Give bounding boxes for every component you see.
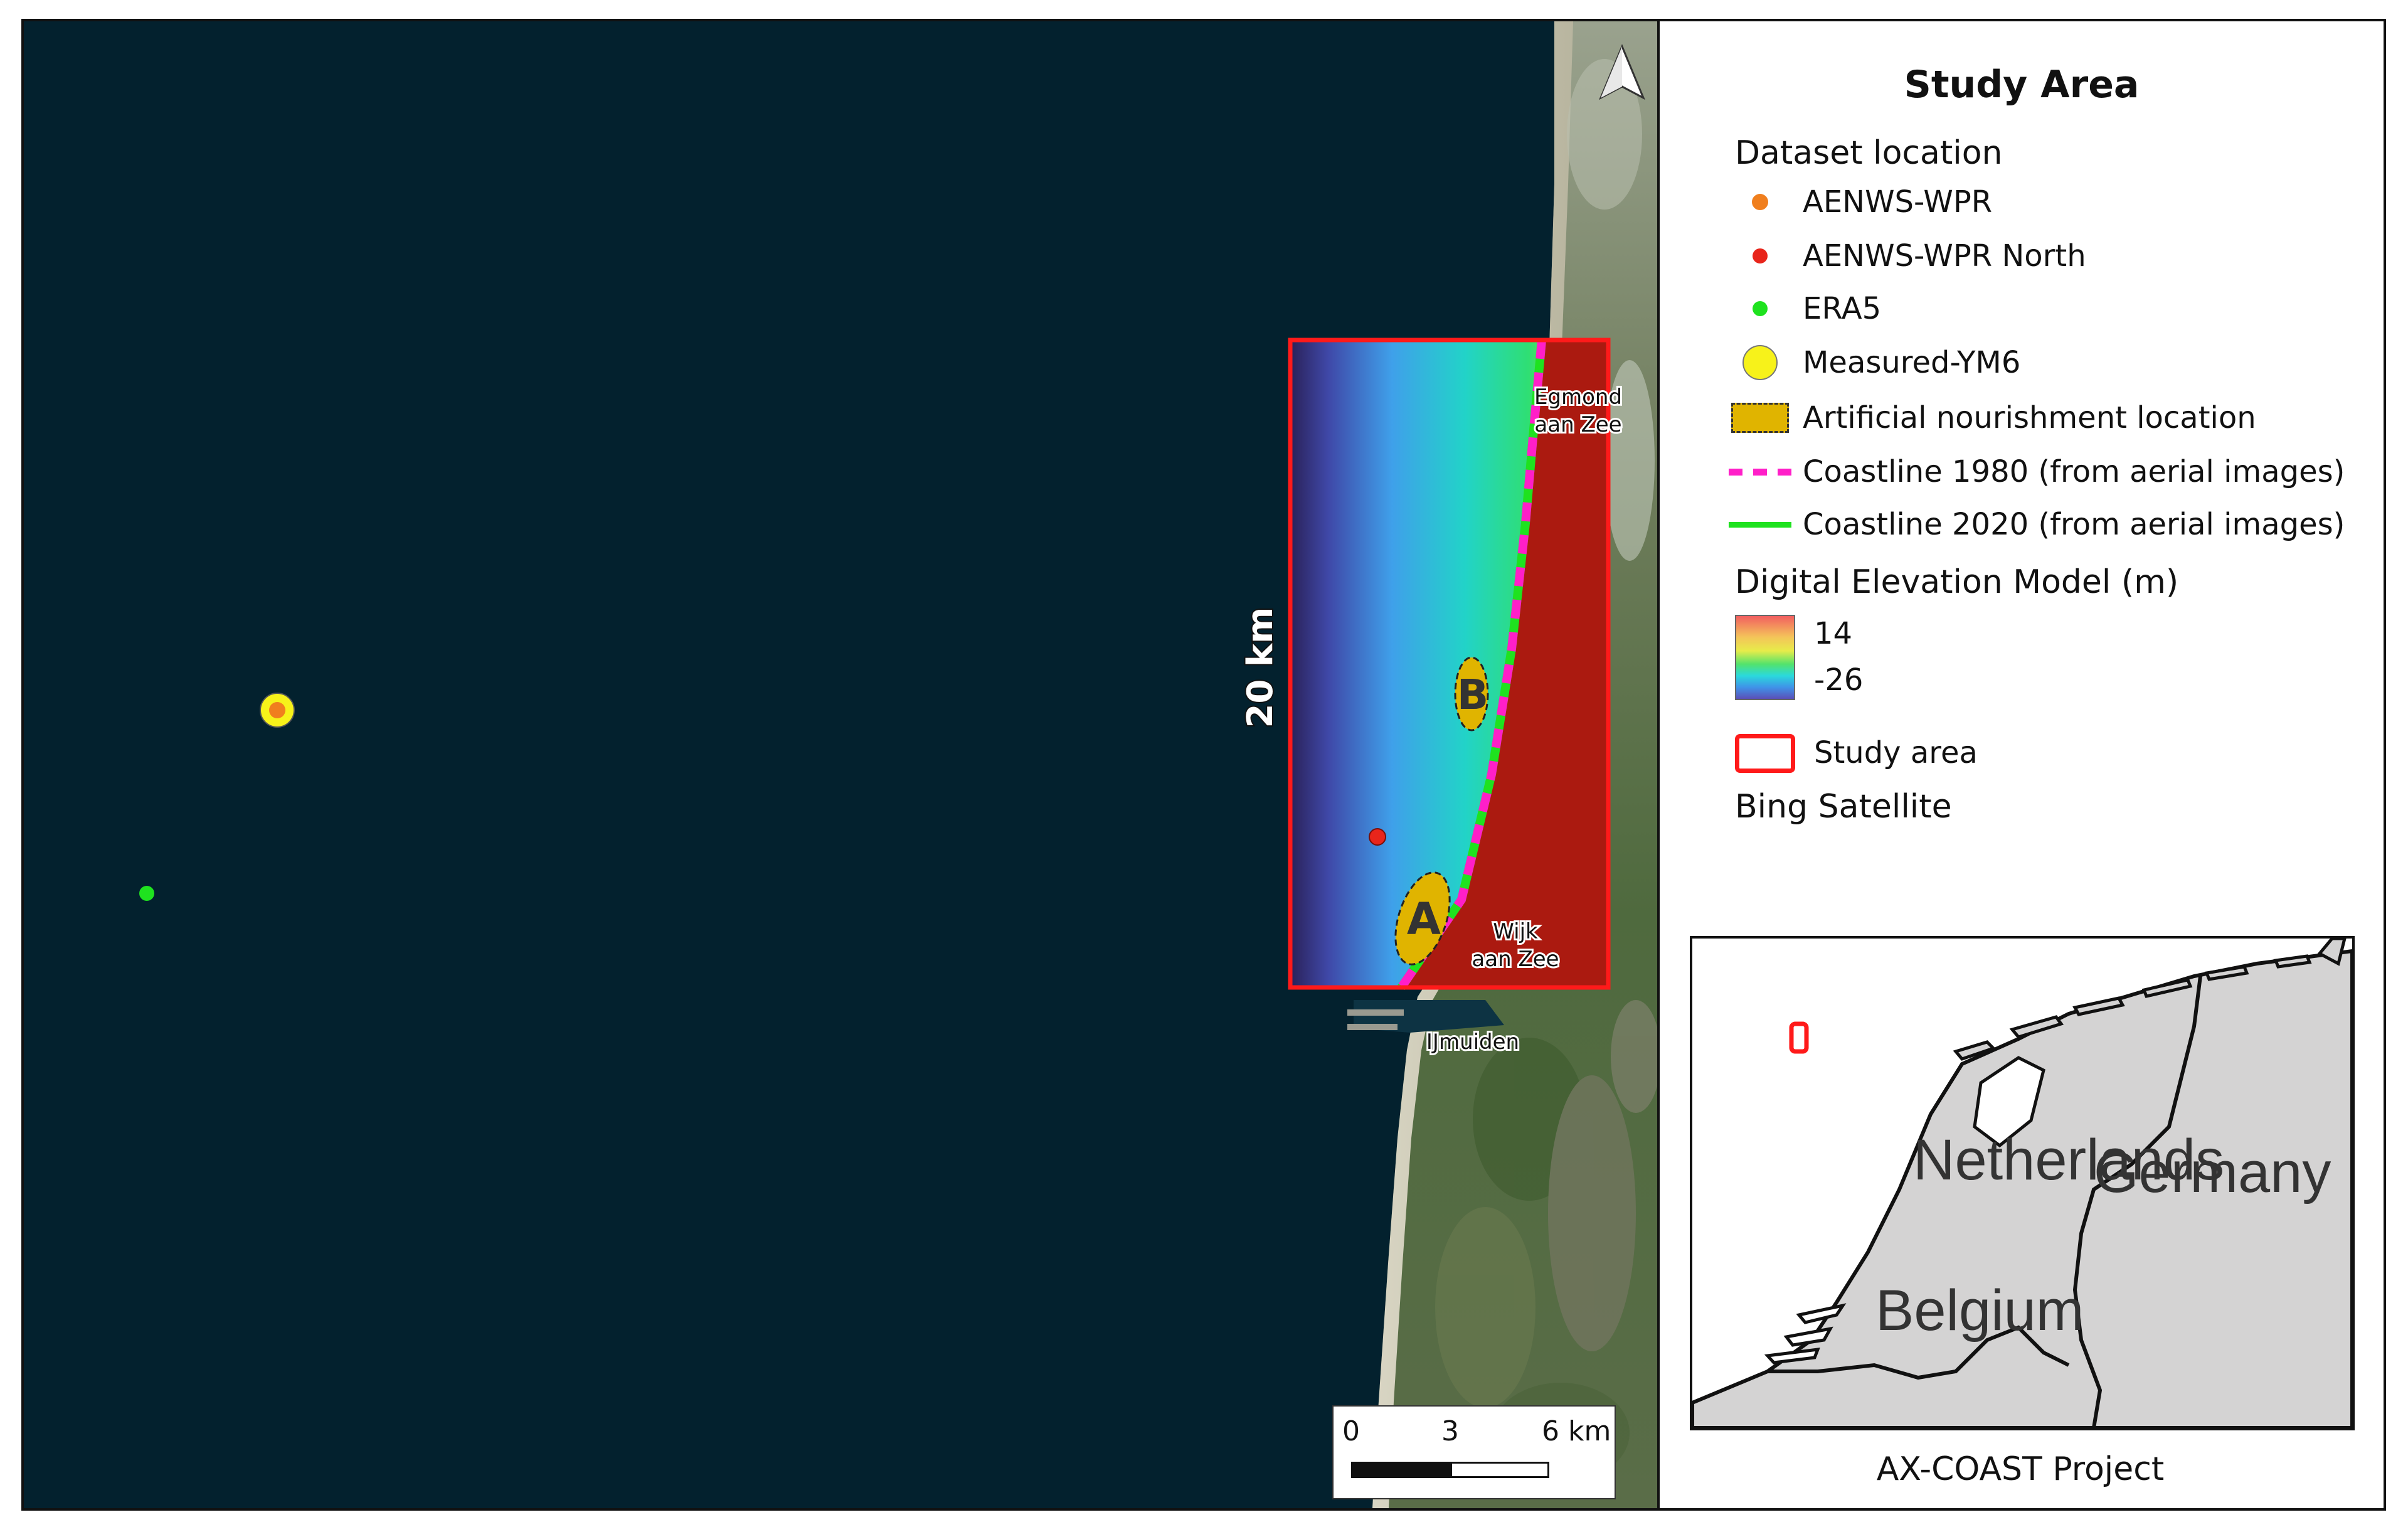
legend-symbol-nourishment	[1731, 403, 1789, 433]
inset-study-area-marker	[1789, 1021, 1809, 1054]
legend-symbol-measured-ym6	[1742, 345, 1778, 380]
inset-border-be	[1768, 1325, 2070, 1380]
extent-label: 20 km	[1240, 607, 1281, 728]
legend-symbol-aenws-wpr	[1752, 194, 1768, 210]
beach	[1372, 21, 1573, 1508]
basemap-label: Bing Satellite	[1735, 788, 1952, 826]
inset-ijsselmeer	[1973, 1056, 2045, 1148]
place-label-egmond-2: aan Zee	[1534, 412, 1621, 437]
nourishment-label-a: A	[1407, 893, 1441, 945]
nourishment-b: B	[1454, 656, 1489, 731]
dataset-header: Dataset location	[1735, 134, 2003, 172]
era5-point	[139, 886, 154, 901]
legend-label-aenws-wpr-north: AENWS-WPR North	[1803, 238, 2086, 274]
dem-ramp	[1735, 615, 1795, 700]
dem-min-label: -26	[1814, 662, 1864, 698]
place-label-egmond-1: Egmond	[1534, 385, 1622, 410]
place-label-wijk-2: aan Zee	[1472, 947, 1559, 972]
aenws-wpr-point	[269, 702, 285, 718]
place-label-wijk-1: Wijk	[1493, 919, 1538, 944]
study-area-outline	[1288, 338, 1611, 990]
inset-border-de	[2072, 976, 2202, 1428]
legend-label-measured-ym6: Measured-YM6	[1803, 345, 2021, 380]
study-area-dem	[1290, 340, 1608, 987]
legend-label-nourishment: Artificial nourishment location	[1803, 400, 2256, 435]
scale-segment-white	[1450, 1462, 1549, 1478]
legend-symbol-coastline-2020	[1729, 521, 1791, 528]
credit-label: AX-COAST Project	[1876, 1450, 2165, 1488]
north-arrow-icon	[1599, 44, 1645, 100]
legend-label-coastline-1980: Coastline 1980 (from aerial images)	[1803, 454, 2345, 489]
coastline-1980-line	[1398, 339, 1546, 990]
inset-islands	[1953, 939, 2347, 1061]
scale-tick-6: 6 km	[1542, 1415, 1611, 1447]
inset-estuaries	[1764, 1303, 1847, 1364]
nourishment-label-b: B	[1457, 671, 1488, 719]
legend-symbol-coastline-1980	[1729, 468, 1791, 476]
legend-label-era5: ERA5	[1803, 291, 1882, 326]
legend-label-coastline-2020: Coastline 2020 (from aerial images)	[1803, 507, 2345, 542]
dem-max-label: 14	[1814, 616, 1853, 651]
main-map: A B 20 km Egmond aan Zee Wijk aan Zee IJ…	[24, 21, 1657, 1508]
legend-symbol-era5	[1753, 301, 1768, 316]
aenws-wpr-north-point	[1369, 828, 1386, 846]
scale-segment-black	[1351, 1462, 1450, 1478]
scale-tick-0: 0	[1342, 1415, 1360, 1447]
legend-title: Study Area	[1904, 63, 2140, 107]
legend-symbol-aenws-wpr-north	[1753, 248, 1768, 263]
place-label-ijmuiden: IJmuiden	[1426, 1029, 1519, 1055]
scale-tick-3: 3	[1441, 1415, 1459, 1447]
scale-bar: 0 3 6 km	[1332, 1405, 1616, 1499]
inset-label-netherlands: Netherlands	[1913, 1128, 2224, 1192]
legend-label-study-area: Study area	[1814, 735, 1978, 770]
legend-label-aenws-wpr: AENWS-WPR	[1803, 184, 1993, 220]
legend-symbol-study-area	[1735, 734, 1795, 773]
ijmuiden-harbour	[1347, 1000, 1504, 1033]
inset-map: Netherlands Germany Belgium	[1690, 936, 2355, 1430]
dem-header: Digital Elevation Model (m)	[1735, 563, 2179, 601]
inset-label-germany: Germany	[2094, 1141, 2331, 1205]
nourishment-a: A	[1394, 871, 1451, 965]
inset-label-belgium: Belgium	[1875, 1279, 2084, 1343]
